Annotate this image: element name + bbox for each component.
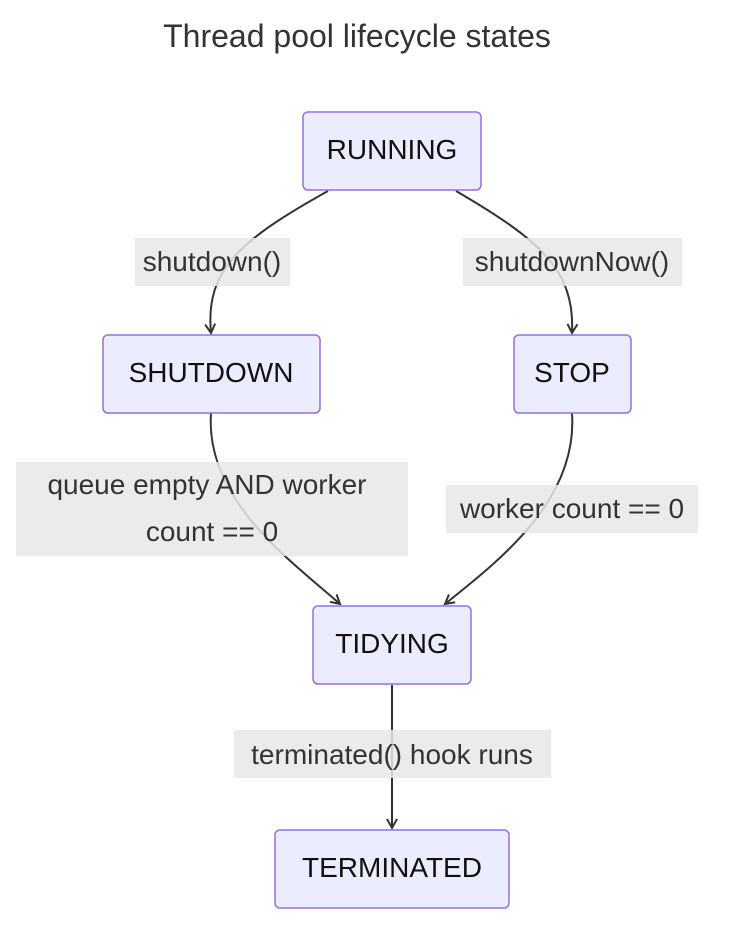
node-label: RUNNING: [327, 134, 458, 165]
edge-label-shutdownnow: shutdownNow(): [463, 238, 682, 286]
node-label: STOP: [534, 357, 610, 388]
node-shutdown: SHUTDOWN: [102, 334, 321, 414]
node-box: [302, 111, 482, 191]
node-box: [274, 829, 510, 909]
edge-label-background: [16, 462, 408, 556]
node-running: RUNNING: [302, 111, 482, 191]
edge-label-terminated-hook: terminated() hook runs: [234, 730, 551, 778]
node-box: [102, 334, 321, 414]
edge-label-text: worker count == 0: [459, 493, 684, 524]
node-terminated: TERMINATED: [274, 829, 510, 909]
edge-label-text-line1: queue empty AND worker: [47, 469, 366, 500]
edge-label-text: terminated() hook runs: [251, 739, 533, 770]
edge-label-text-line2: count == 0: [146, 516, 278, 547]
node-stop: STOP: [513, 334, 632, 414]
edge-label-background: [234, 730, 551, 778]
edge-label-background: [135, 238, 290, 286]
edge-label-background: [463, 238, 682, 286]
node-label: SHUTDOWN: [129, 357, 294, 388]
node-box: [312, 605, 472, 685]
diagram-title: Thread pool lifecycle states: [163, 18, 551, 54]
edge-label-text: shutdownNow(): [475, 246, 670, 277]
edge-label-text: shutdown(): [143, 246, 282, 277]
node-label: TIDYING: [335, 628, 449, 659]
edge-label-background: [446, 485, 698, 533]
node-box: [513, 334, 632, 414]
edge-label-shutdown: shutdown(): [135, 238, 290, 286]
edge-label-worker-count: worker count == 0: [446, 485, 698, 533]
node-tidying: TIDYING: [312, 605, 472, 685]
node-label: TERMINATED: [302, 852, 482, 883]
edge-label-queue-empty: queue empty AND worker count == 0: [16, 462, 408, 556]
